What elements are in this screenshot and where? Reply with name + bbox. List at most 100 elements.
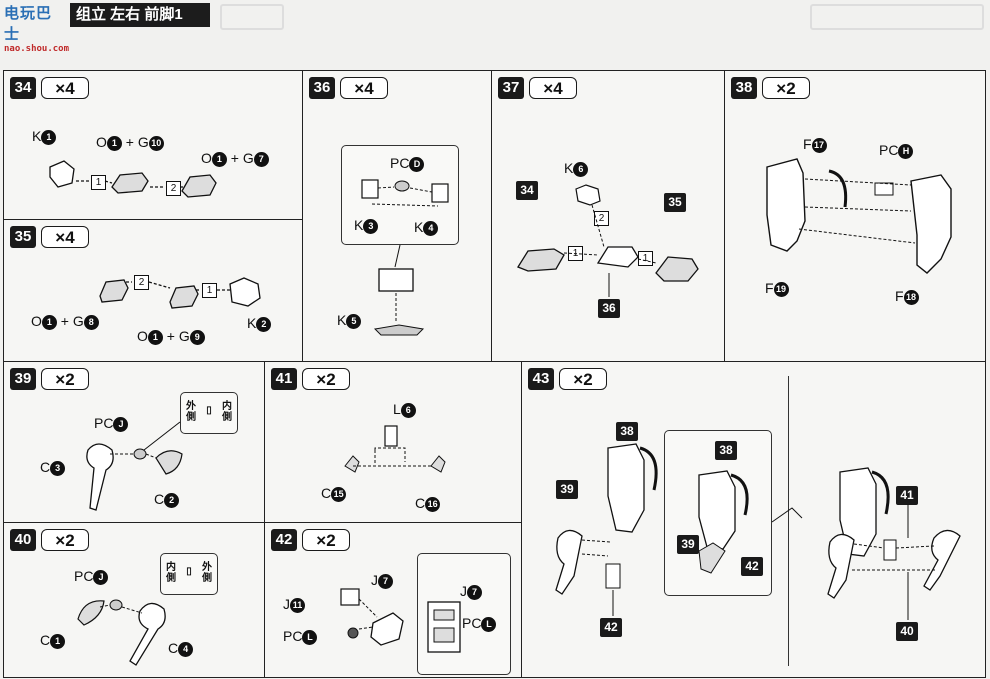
assembly-drawing: [77, 599, 166, 666]
bleed-through-bar: [220, 4, 284, 30]
quantity-badge: ×2: [302, 529, 350, 551]
step-reference-40: 40: [896, 622, 918, 641]
panel-divider: [788, 376, 789, 666]
orientation-icon: ▯: [186, 566, 192, 577]
quantity-badge: ×2: [559, 368, 607, 390]
assembly-drawing: [99, 277, 261, 309]
inset-drawing: [698, 470, 749, 574]
quantity-badge: ×2: [41, 529, 89, 551]
step-reference-38: 38: [616, 422, 638, 441]
assembly-drawing: [555, 443, 961, 620]
order-marker: 1: [638, 251, 653, 266]
step-number: 40: [10, 529, 36, 551]
assembly-drawing: [766, 158, 952, 274]
step-number: 41: [271, 368, 297, 390]
step-number: 42: [271, 529, 297, 551]
assembly-drawing: [340, 588, 404, 646]
step-reference-34: 34: [516, 181, 538, 200]
step-reference-39: 39: [556, 480, 578, 499]
site-logo-line1: 电玩巴士: [4, 5, 53, 43]
quantity-badge: ×4: [41, 226, 89, 248]
quantity-badge: ×4: [41, 77, 89, 99]
step-number: 36: [309, 77, 335, 99]
orientation-inner-label: 内 側: [222, 401, 232, 423]
orientation-outer-label: 外 側: [186, 401, 196, 423]
quantity-badge: ×2: [762, 77, 810, 99]
step-reference-38-inset: 38: [715, 441, 737, 460]
quantity-badge: ×2: [41, 368, 89, 390]
quantity-badge: ×4: [529, 77, 577, 99]
site-logo-line2: nao.shou.com: [4, 44, 70, 54]
inset-drawing: [361, 179, 449, 207]
orientation-inner-label: 内 側: [166, 562, 176, 584]
assembly-drawing: [344, 425, 446, 473]
quantity-badge: ×4: [340, 77, 388, 99]
orientation-outer-label: 外 側: [202, 562, 212, 584]
orientation-icon: ▯: [206, 405, 212, 416]
order-marker: 1: [91, 175, 106, 190]
orientation-note: 内 側 ▯ 外 側: [160, 553, 218, 595]
step-reference-36: 36: [598, 299, 620, 318]
bleed-through-bar: [810, 4, 984, 30]
assembly-drawing: [86, 421, 183, 511]
step-number: 38: [731, 77, 757, 99]
step-number: 43: [528, 368, 554, 390]
step-43-panel: 43 ×2 38 39 42 38 39 42 41 40: [521, 361, 986, 678]
order-marker: 2: [134, 275, 149, 290]
assembly-drawing: [373, 244, 425, 336]
section-title: 组立 左右 前脚1: [70, 3, 210, 27]
order-marker: 2: [594, 211, 609, 226]
orientation-note: 外 側 ▯ 内 側: [180, 392, 238, 434]
step-reference-39-inset: 39: [677, 535, 699, 554]
step-number: 35: [10, 226, 36, 248]
inset-drawing: [427, 601, 461, 653]
order-marker: 1: [202, 283, 217, 298]
sub-assembly-inset: 38 39 42: [664, 430, 772, 596]
assembly-drawing: [517, 184, 699, 297]
quantity-badge: ×2: [302, 368, 350, 390]
assembly-drawing: [49, 160, 217, 198]
step-number: 34: [10, 77, 36, 99]
step-reference-41: 41: [896, 486, 918, 505]
step-reference-42: 42: [600, 618, 622, 637]
